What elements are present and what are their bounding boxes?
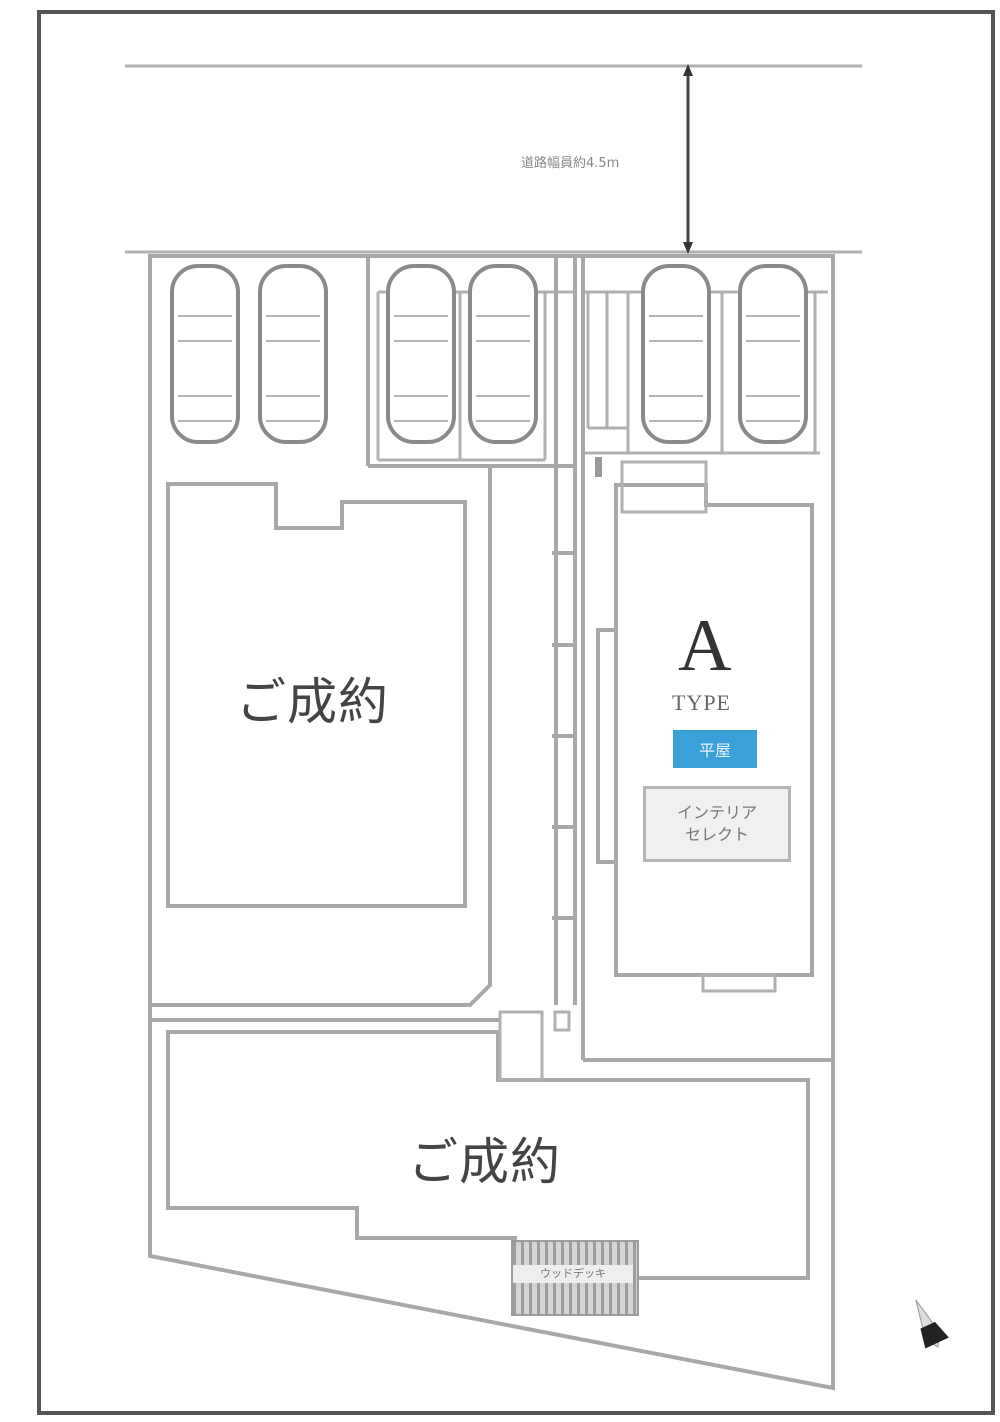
lot-upper-left	[150, 466, 500, 1022]
car-icon	[738, 264, 808, 444]
car-icon	[170, 264, 240, 444]
car-icon	[468, 264, 538, 444]
lot-a-type-word: TYPE	[672, 690, 731, 715]
lot-a	[583, 460, 833, 1062]
car-icon	[386, 264, 456, 444]
wood-deck-label: ウッドデッキ	[513, 1265, 633, 1283]
road-width-dimension	[683, 64, 693, 254]
lot-a-type-letter: A	[678, 605, 732, 687]
parking-area	[366, 256, 828, 1060]
lot-a-interior-select-box: インテリア セレクト	[643, 786, 791, 862]
lot-a-badge-single-story: 平屋	[673, 730, 757, 768]
outer-frame	[37, 10, 995, 1415]
road-width-label: 道路幅員約4.5m	[521, 156, 620, 171]
compass-north-arrow-icon	[915, 1299, 949, 1349]
car-icon	[258, 264, 328, 444]
property-boundary	[148, 254, 835, 1391]
sold-label-upper-left: ご成約	[236, 673, 389, 731]
car-icon	[641, 264, 711, 444]
interior-select-line2: セレクト	[684, 825, 749, 844]
cars	[170, 264, 808, 444]
sold-label-lower: ご成約	[408, 1133, 561, 1191]
interior-select-line1: インテリア	[676, 803, 757, 822]
